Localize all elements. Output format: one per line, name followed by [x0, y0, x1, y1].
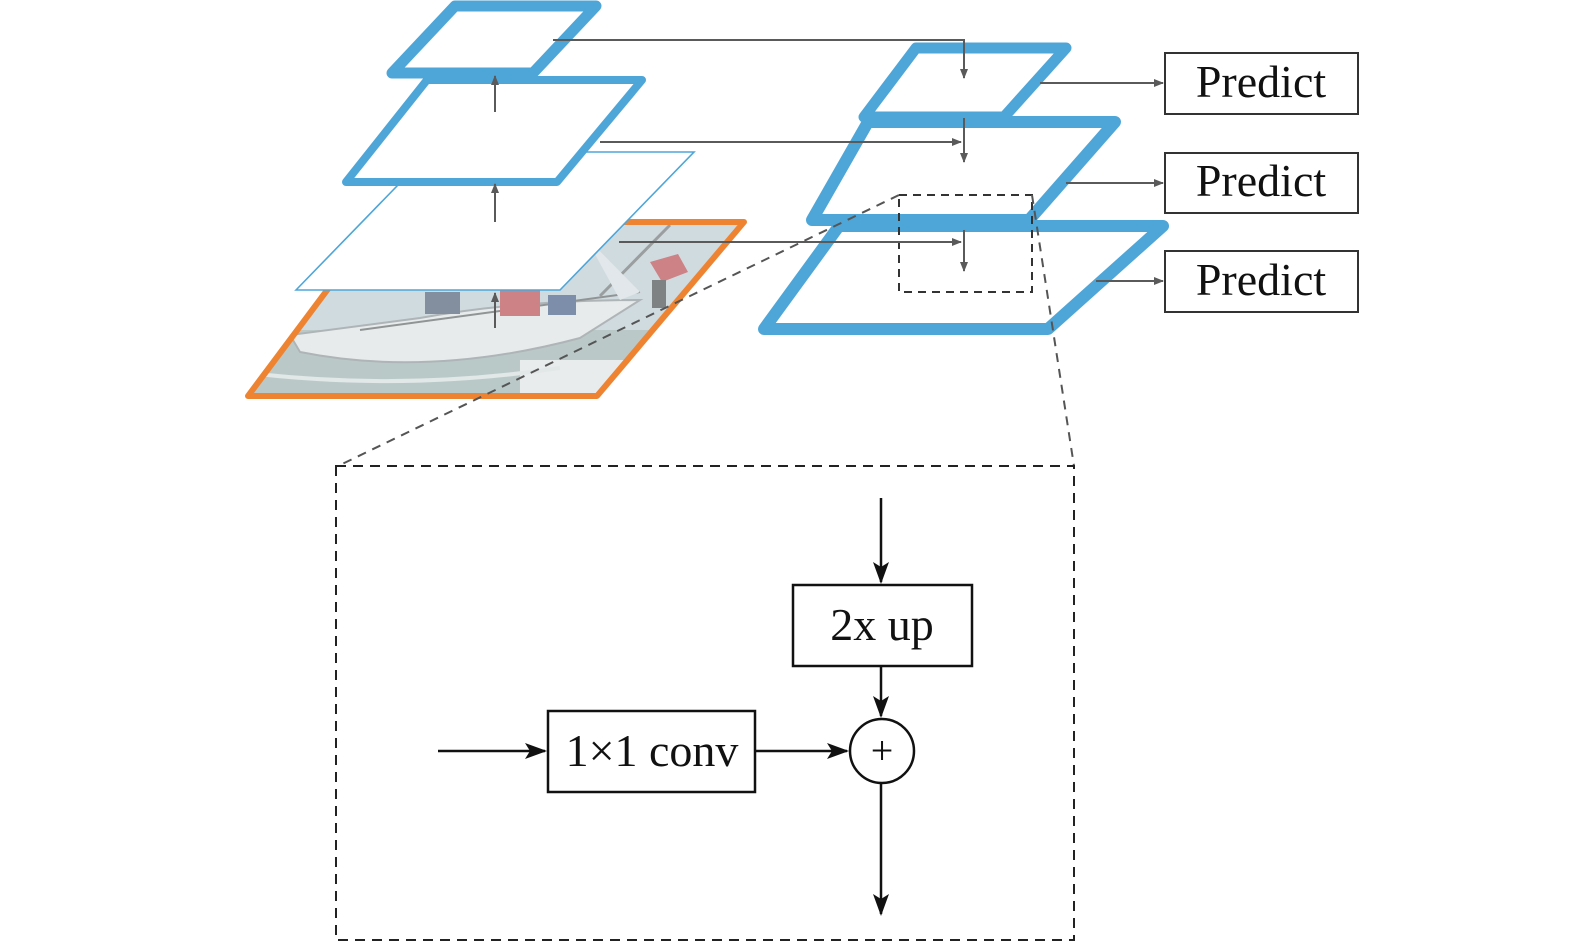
bottom-up-pyramid	[294, 0, 696, 328]
top-down-level-large	[758, 220, 1169, 335]
predict-label-2: Predict	[1196, 155, 1327, 206]
zoom-line-right	[1031, 194, 1075, 467]
predict-heads: Predict Predict Predict	[1040, 52, 1359, 313]
predict-box-2: Predict	[1164, 152, 1359, 214]
upsample-label: 2x up	[830, 599, 934, 650]
predict-box-3: Predict	[1164, 250, 1359, 313]
lateral-connections	[553, 39, 968, 272]
predict-box-1: Predict	[1164, 52, 1359, 115]
conv-label: 1×1 conv	[566, 725, 739, 776]
predict-label-1: Predict	[1196, 56, 1327, 107]
top-down-pyramid	[758, 42, 1169, 335]
top-down-level-small	[858, 42, 1072, 123]
bottom-up-level-2	[342, 76, 646, 186]
upsample-box: 2x up	[791, 583, 974, 668]
conv-box: 1×1 conv	[546, 709, 757, 794]
detail-dashed-frame	[335, 465, 1075, 941]
top-down-level-medium	[806, 116, 1121, 226]
sum-symbol: +	[871, 728, 894, 773]
merge-detail-panel: 2x up 1×1 conv +	[335, 465, 1075, 941]
zoom-projection	[337, 194, 1075, 467]
lateral-arrow-top	[553, 39, 968, 79]
zoom-line-left	[337, 194, 900, 467]
zoom-region-marker	[898, 194, 1033, 293]
sum-node: +	[848, 717, 916, 785]
predict-label-3: Predict	[1196, 254, 1327, 305]
bottom-up-level-3	[386, 0, 602, 79]
